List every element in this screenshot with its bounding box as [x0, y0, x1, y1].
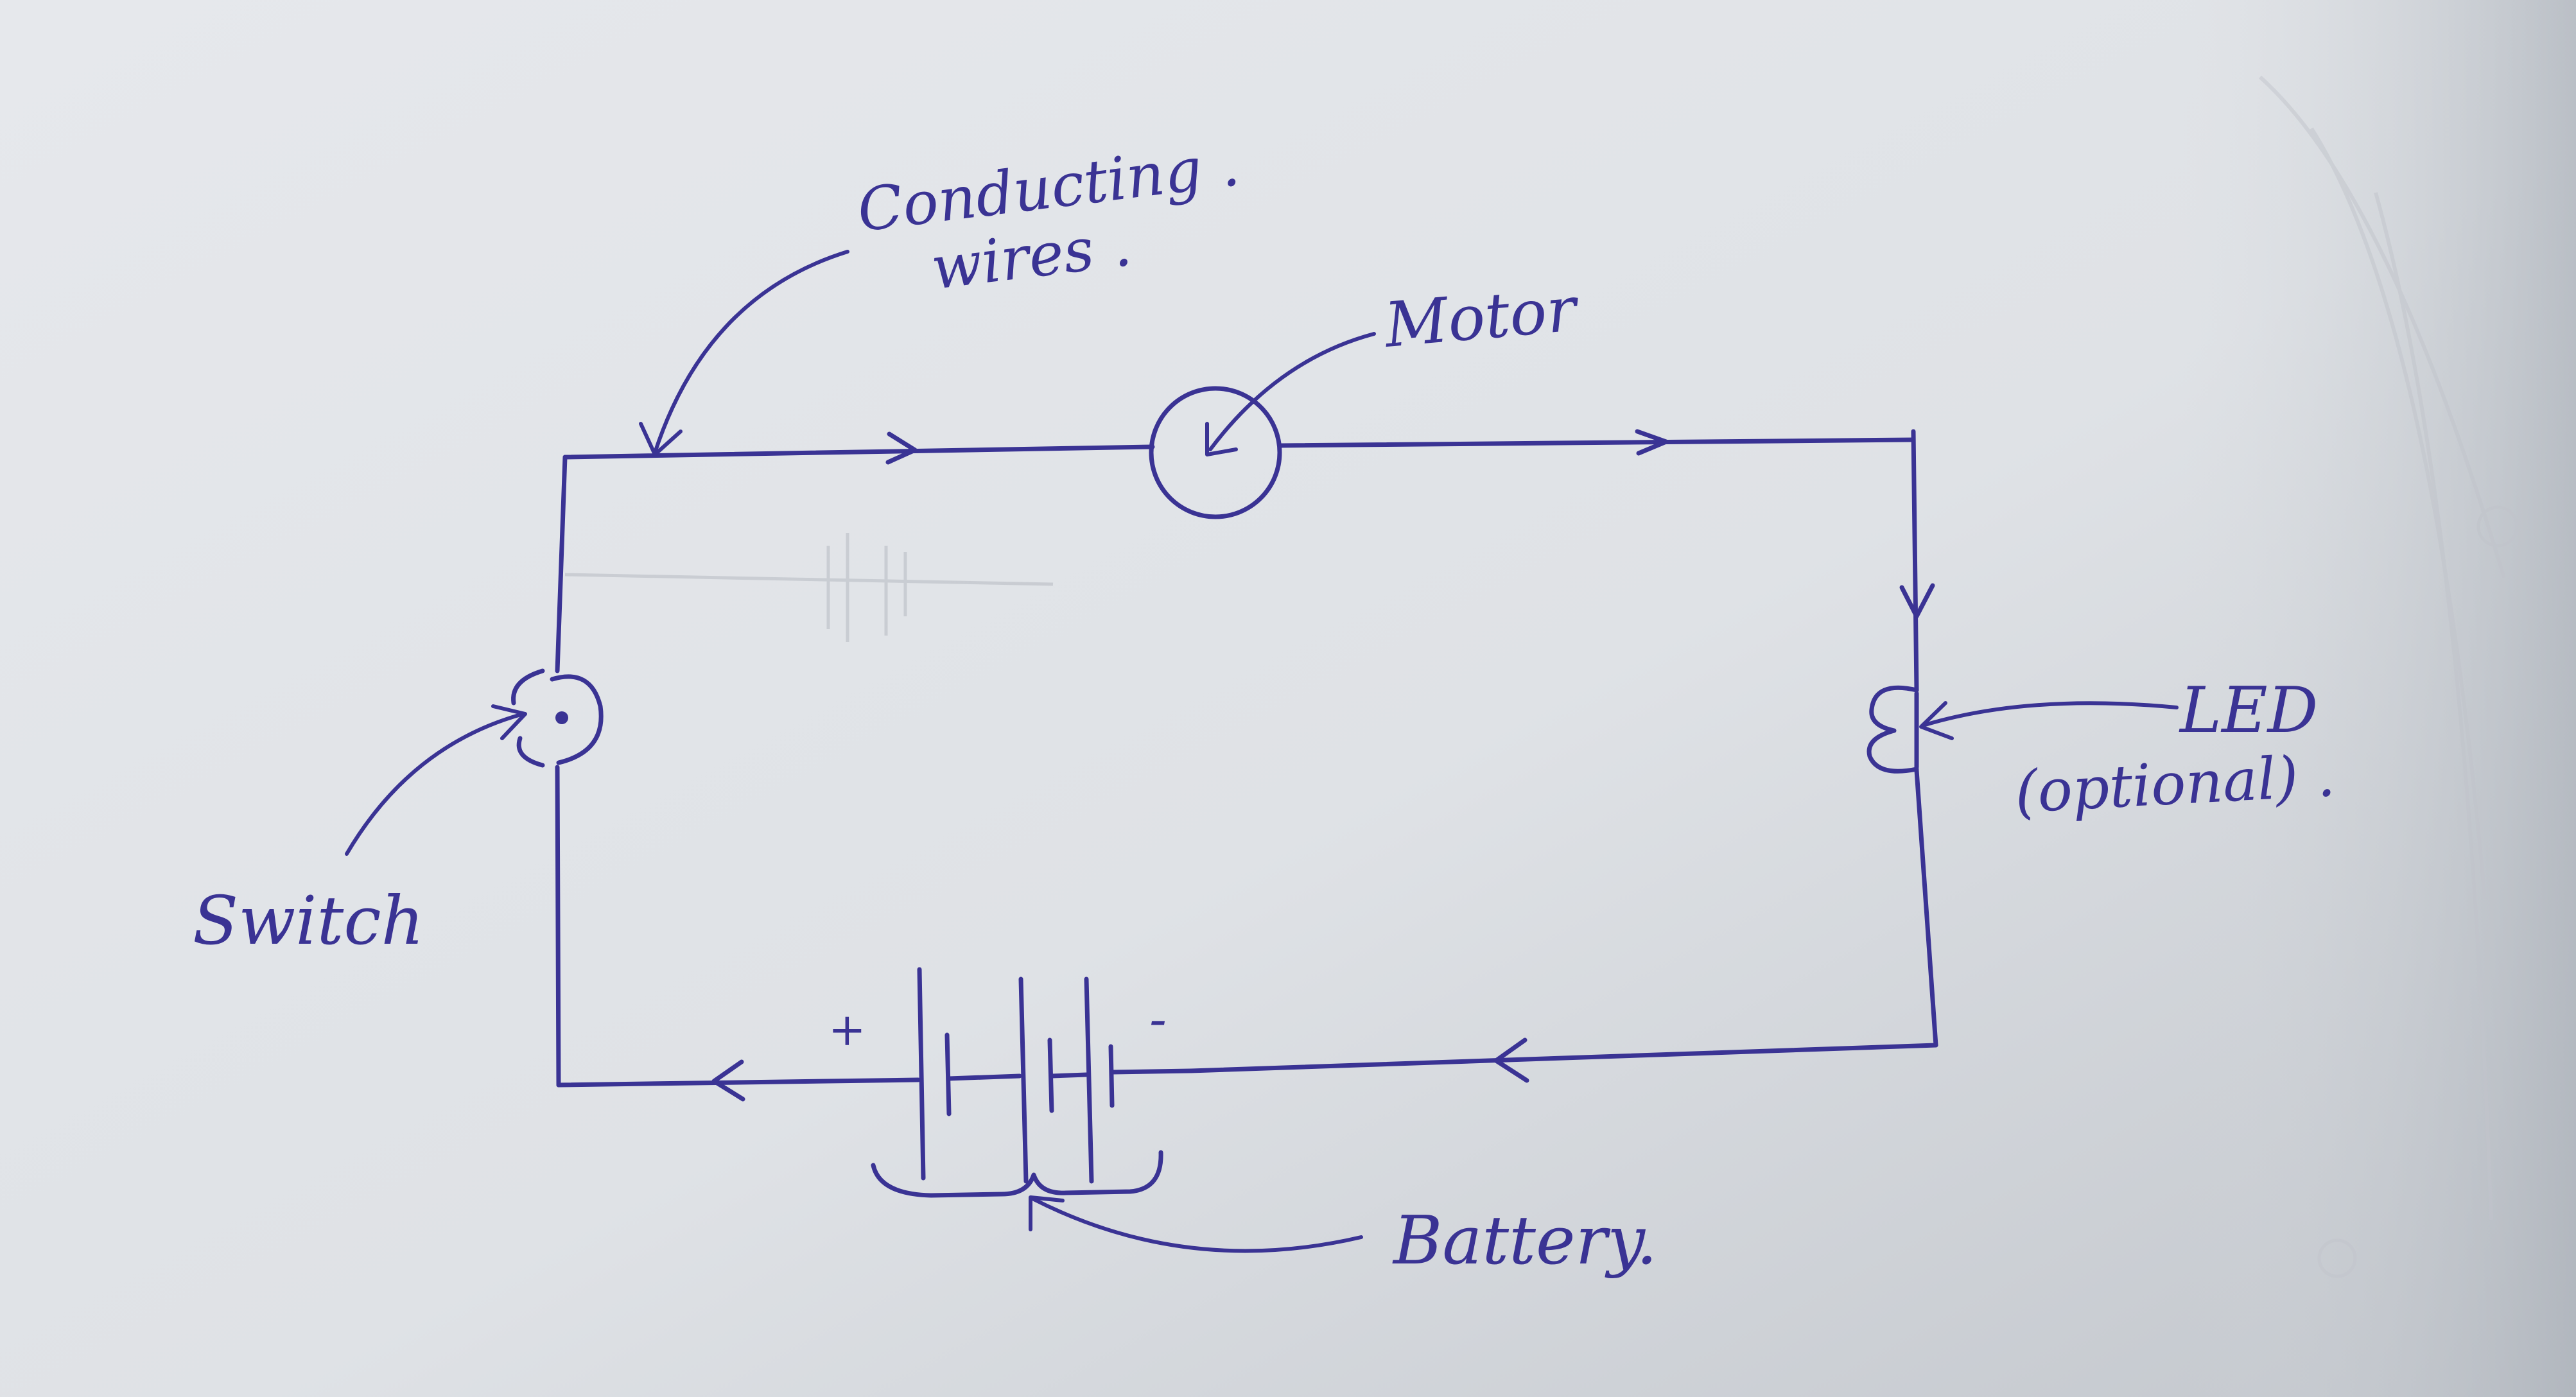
battery-label: Battery. — [1392, 1201, 1657, 1280]
wire-bottom-left — [556, 1077, 921, 1088]
battery-plus-label: + — [828, 1003, 866, 1056]
arrow-bottom-right — [1493, 1037, 1529, 1083]
page-fold-shadow — [2183, 0, 2576, 1397]
switch-pointer — [345, 712, 525, 856]
battery-pointer — [1032, 1197, 1363, 1253]
switch-label: Switch — [193, 881, 424, 960]
battery-minus-label: - — [1149, 989, 1167, 1049]
led-symbol — [1867, 685, 1919, 774]
motor-label: Motor — [1380, 273, 1582, 361]
conducting-wires-pointer — [653, 250, 849, 455]
switch-symbol — [511, 668, 604, 768]
wire-right-upper — [1911, 429, 1919, 693]
battery-symbol — [917, 967, 1194, 1184]
led-optional-label: (optional) . — [2014, 742, 2337, 826]
led-label: LED — [2179, 674, 2318, 747]
arrow-right-down — [1899, 583, 1935, 619]
battery-brace — [871, 1150, 1163, 1198]
motor-pointer — [1208, 332, 1376, 451]
led-pointer — [1921, 701, 2179, 727]
wire-left-upper — [555, 455, 568, 673]
motor-symbol: M — [1149, 386, 1282, 519]
bleed-through-marks — [564, 75, 2519, 1278]
wire-bottom-right — [1188, 1043, 1938, 1073]
arrow-top-right — [1635, 429, 1669, 456]
arrow-bottom-left — [711, 1059, 745, 1102]
wire-top-left — [562, 444, 1155, 460]
wire-left-lower — [555, 765, 561, 1088]
wire-top-right — [1278, 437, 1916, 448]
wire-right-lower — [1914, 768, 1938, 1048]
arrow-top-left — [885, 431, 918, 465]
